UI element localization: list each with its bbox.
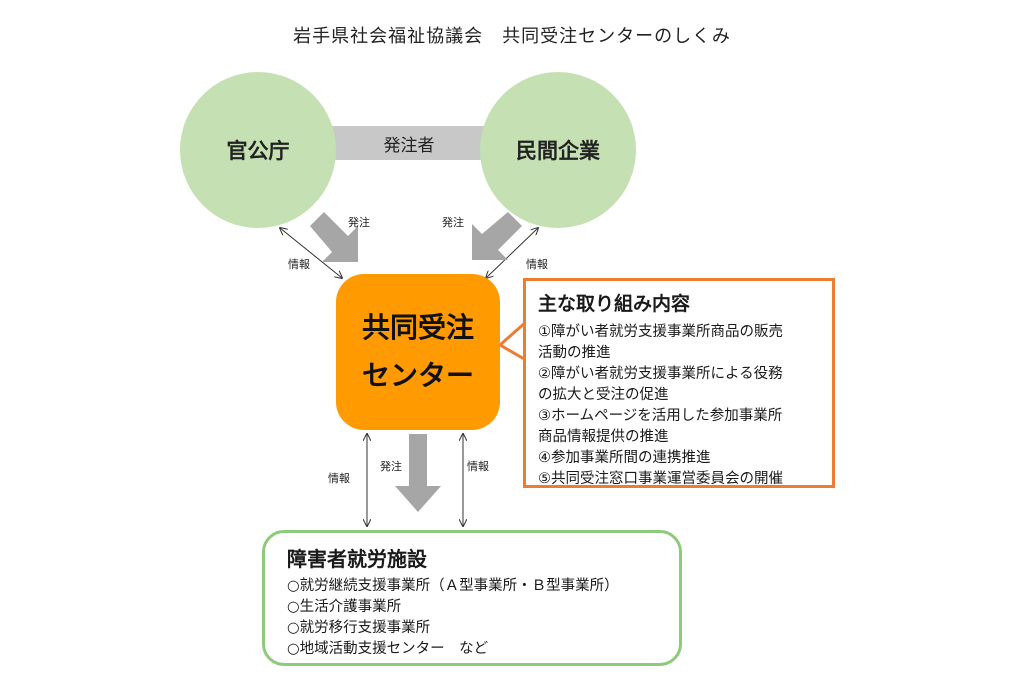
activity-line: ④参加事業所間の連携推進 xyxy=(538,450,711,466)
info-label-private: 情報 xyxy=(526,258,548,271)
facility-title: 障害者就労施設 xyxy=(287,547,427,571)
facility-item: ○地域活動支援センター など xyxy=(287,641,489,657)
activities-title: 主な取り組み内容 xyxy=(538,293,691,315)
joint-order-center: 共同受注 センター xyxy=(336,274,500,430)
activities-box: 主な取り組み内容 ①障がい者就労支援事業所商品の販売 活動の推進 ②障がい者就労… xyxy=(523,278,835,488)
order-arrow-private xyxy=(472,212,522,260)
activity-line: の拡大と受注の促進 xyxy=(538,387,669,403)
private-circle: 民間企業 xyxy=(480,72,636,228)
info-label-facility-right: 情報 xyxy=(467,460,489,473)
facility-item: ○生活介護事業所 xyxy=(287,599,402,615)
order-arrow-gov xyxy=(310,212,358,262)
facility-item: ○就労移行支援事業所 xyxy=(287,620,431,636)
order-label-private: 発注 xyxy=(442,216,464,229)
center-label-line1: 共同受注 xyxy=(361,311,474,345)
center-label-line2: センター xyxy=(361,359,474,392)
activity-line: ⑤共同受注窓口事業運営委員会の開催 xyxy=(538,471,783,487)
order-label-facility: 発注 xyxy=(380,460,402,473)
info-label-gov: 情報 xyxy=(288,258,310,271)
info-label-facility-left: 情報 xyxy=(328,472,350,485)
activity-line: ③ホームページを活用した参加事業所 xyxy=(538,408,783,424)
activity-line: ①障がい者就労支援事業所商品の販売 xyxy=(538,324,783,340)
gov-circle: 官公庁 xyxy=(180,72,336,228)
diagram-title: 岩手県社会福祉協議会 共同受注センターのしくみ xyxy=(293,26,731,47)
info-line-gov xyxy=(280,228,342,278)
activity-line: 活動の推進 xyxy=(538,345,611,361)
order-label-gov: 発注 xyxy=(348,216,370,229)
activity-line: ②障がい者就労支援事業所による役務 xyxy=(538,366,783,382)
facility-item: ○就労継続支援事業所（Ａ型事業所・Ｂ型事業所） xyxy=(287,578,619,594)
orderer-band: 発注者 xyxy=(318,126,500,160)
facility-box: 障害者就労施設 ○就労継続支援事業所（Ａ型事業所・Ｂ型事業所） ○生活介護事業所… xyxy=(262,530,682,666)
activity-line: 商品情報提供の推進 xyxy=(538,429,669,445)
order-arrow-facility xyxy=(395,434,441,512)
info-line-private xyxy=(486,228,538,278)
